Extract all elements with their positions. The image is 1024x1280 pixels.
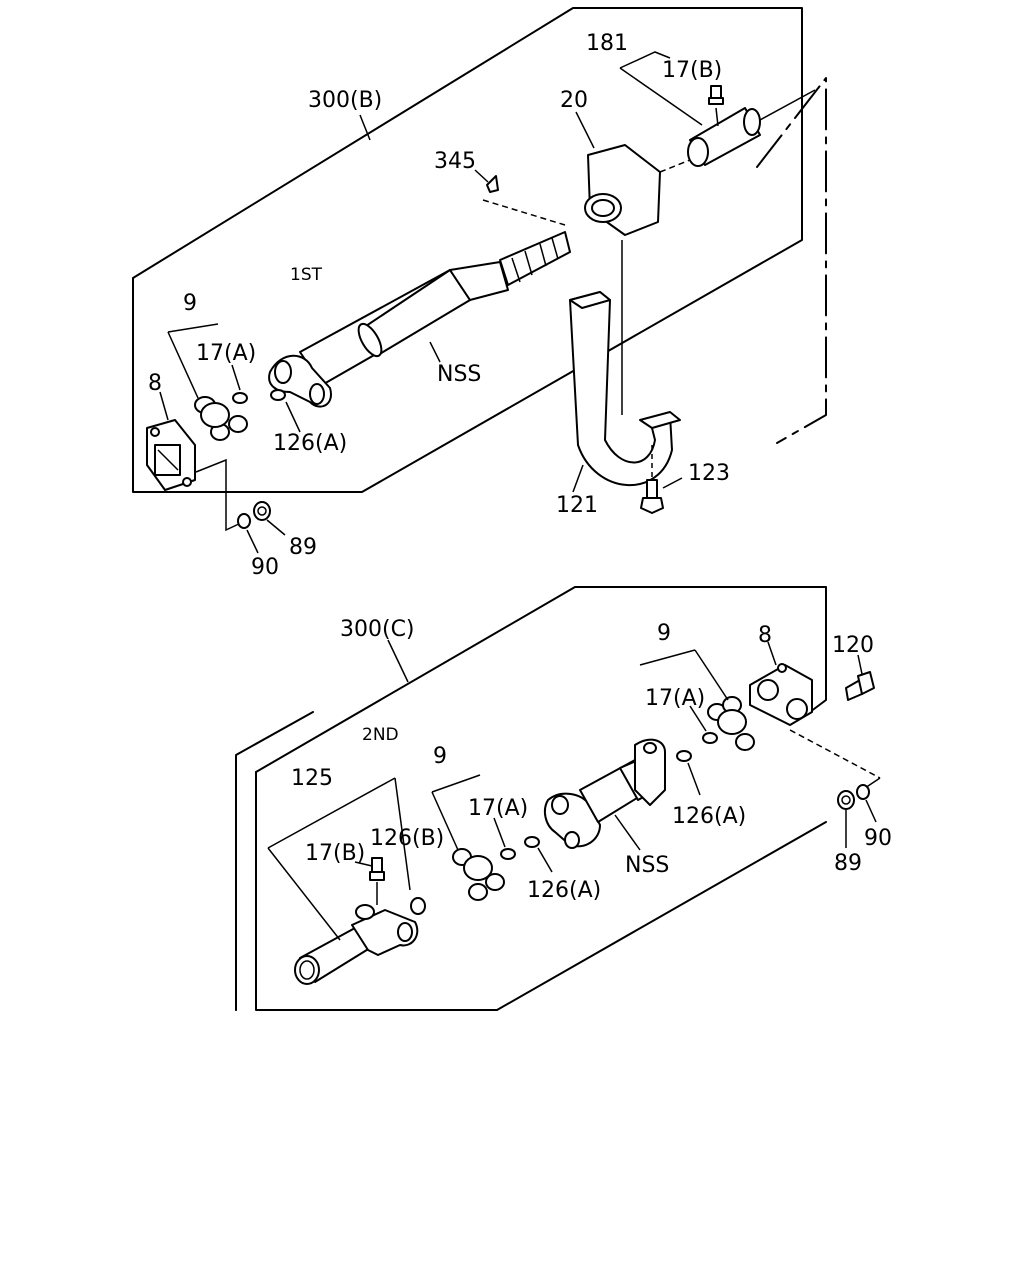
label-126b: 126(B) — [370, 826, 444, 851]
part-89-90-nut-washer-lower — [789, 729, 881, 810]
part-181-sleeve — [659, 89, 816, 173]
part-120-bolt — [845, 671, 875, 701]
label-300c: 300(C) — [340, 617, 415, 642]
lower-frame-outline — [235, 711, 314, 1011]
part-121-bracket — [569, 291, 681, 486]
part-126b-seal — [410, 897, 426, 915]
label-89-upper: 89 — [289, 535, 317, 560]
part-17b-grease-nipple — [708, 85, 724, 127]
leader-126b — [394, 777, 411, 891]
label-9-lower-right: 9 — [657, 621, 671, 646]
part-17a-grease-nipple-right — [702, 732, 718, 744]
leader-90-upper — [246, 529, 259, 554]
lower-shaft — [543, 738, 666, 849]
part-20-center-bearing — [584, 144, 661, 415]
label-8-lower: 8 — [758, 623, 772, 648]
part-9-universal-joint-right — [707, 696, 755, 751]
label-126a-lower-left: 126(A) — [527, 878, 601, 903]
label-123: 123 — [688, 461, 730, 486]
part-8-flange-lower — [749, 663, 813, 726]
label-17a-lower-left: 17(A) — [468, 796, 528, 821]
label-121: 121 — [556, 493, 598, 518]
label-17a-upper: 17(A) — [196, 341, 256, 366]
label-126a-lower-right: 126(A) — [672, 804, 746, 829]
label-8-upper: 8 — [148, 371, 162, 396]
leader-181 — [619, 67, 703, 126]
label-1st: 1ST — [290, 265, 323, 285]
leader-nss-upper — [429, 341, 441, 363]
part-126a-seal-left — [524, 836, 540, 848]
upper-shaft — [299, 231, 571, 386]
leader-8-upper — [159, 391, 169, 421]
lower-assembly-300c: 300(C) 2ND 125 17(B) 126(B) — [235, 586, 892, 1011]
lower-frame-outline-main — [255, 586, 827, 773]
label-nss-upper: NSS — [437, 362, 481, 387]
leader-nss-lower — [614, 814, 641, 851]
leader-125 — [267, 847, 341, 941]
leader-126a-lower-left — [537, 847, 553, 873]
part-17a-grease-nipple-left — [500, 848, 516, 860]
part-9-universal-joint — [194, 396, 248, 441]
label-89-lower: 89 — [834, 851, 862, 876]
label-300b: 300(B) — [308, 88, 382, 113]
leader-8-lower — [767, 641, 777, 666]
leader-120 — [857, 654, 863, 675]
part-126a-seal — [270, 389, 286, 401]
label-17a-lower-right: 17(A) — [645, 686, 705, 711]
leader-345 — [474, 169, 489, 183]
part-123-bolt — [640, 445, 664, 514]
leader-9-bracket-right — [639, 649, 696, 666]
label-nss-lower: NSS — [625, 853, 669, 878]
leader-125-bracket — [267, 777, 396, 849]
leader-9-bracket-upper — [167, 323, 219, 333]
part-125-slip-yoke — [294, 904, 419, 985]
label-20: 20 — [560, 88, 588, 113]
part-345-clip — [482, 175, 566, 226]
leader-17a-upper — [231, 364, 241, 391]
label-126a-upper: 126(A) — [273, 431, 347, 456]
label-9-upper: 9 — [183, 291, 197, 316]
leader-90-lower — [865, 799, 877, 823]
part-9-universal-joint-left — [452, 848, 505, 901]
upper-yoke — [268, 354, 332, 408]
label-90-lower: 90 — [864, 826, 892, 851]
lower-frame-bottom — [255, 771, 827, 1011]
upper-assembly-300b: 300(B) 1ST 345 — [132, 7, 827, 580]
leader-9-upper — [167, 331, 199, 399]
leader-17b-lower — [354, 861, 373, 867]
leader-17a-lower-left — [493, 817, 506, 848]
label-90-upper: 90 — [251, 555, 279, 580]
leader-300c — [387, 639, 409, 683]
leader-9-bracket-left — [431, 774, 481, 793]
label-17b: 17(B) — [662, 58, 722, 83]
part-17b-grease-nipple-lower — [369, 857, 385, 905]
label-120: 120 — [832, 633, 874, 658]
part-17a-grease-nipple — [232, 392, 248, 404]
upper-frame-dashed — [756, 77, 827, 444]
part-8-flange — [146, 419, 196, 491]
label-181: 181 — [586, 31, 628, 56]
leader-126a-upper — [285, 401, 301, 433]
leader-20 — [575, 111, 595, 149]
label-2nd: 2ND — [362, 725, 399, 745]
label-345: 345 — [434, 149, 476, 174]
part-89-90-nut-washer — [195, 458, 271, 532]
leader-89-upper — [266, 519, 286, 536]
upper-frame-outline — [132, 7, 803, 493]
leader-126a-lower-right — [687, 762, 701, 796]
leader-181-bracket — [619, 51, 671, 69]
leader-9-right — [694, 649, 729, 701]
label-17b-lower: 17(B) — [305, 841, 365, 866]
leader-9-left — [431, 791, 459, 851]
leader-121 — [572, 464, 584, 493]
label-9-lower-left: 9 — [433, 744, 447, 769]
label-125: 125 — [291, 766, 333, 791]
part-126a-seal-right — [676, 750, 692, 762]
leader-123 — [662, 477, 683, 489]
leader-300b — [359, 114, 371, 141]
leader-17a-lower-right — [689, 705, 707, 732]
